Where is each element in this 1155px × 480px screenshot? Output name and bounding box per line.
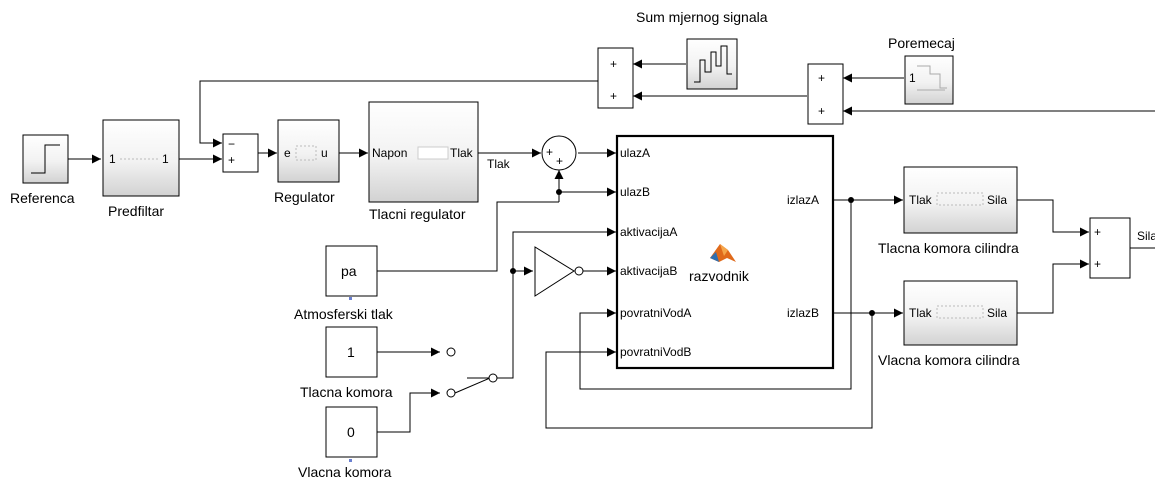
sum-mjernog-label: Sum mjernog signala <box>636 9 768 25</box>
sum-block-top-right[interactable]: + + <box>807 63 844 125</box>
tlacni-out-port: Tlak <box>450 146 474 160</box>
junction-dots <box>510 189 875 316</box>
regulator-in-port: e <box>284 146 291 160</box>
predfiltar-in-port: 1 <box>109 152 116 166</box>
regulator-label: Regulator <box>274 189 335 205</box>
vlacna-cil-in-port: Tlak <box>909 306 933 320</box>
tlacna-cil-out-port: Sila <box>987 193 1007 207</box>
sum2-plus-sign-bottom: + <box>556 154 563 168</box>
tlak-signal-label: Tlak <box>487 157 511 171</box>
top-sum1-plus-1: + <box>610 57 617 71</box>
tlacna-komora-label: Tlacna komora <box>300 384 393 400</box>
matlab-logo-icon <box>710 244 736 262</box>
top-sum2-plus-1: + <box>818 71 825 85</box>
atmosferski-value: pa <box>341 263 357 279</box>
tlacni-regulator-label: Tlacni regulator <box>369 206 466 222</box>
tlacni-in-port: Napon <box>372 146 407 160</box>
not-gate[interactable] <box>534 246 584 297</box>
atmosferski-block[interactable]: pa <box>325 245 378 300</box>
tlacna-cilindar-block[interactable]: Tlak Sila <box>903 166 1018 234</box>
poremecaj-value: 1 <box>909 71 916 85</box>
vlacna-cil-out-port: Sila <box>987 306 1007 320</box>
final-sum-plus-2: + <box>1094 257 1101 271</box>
sum1-minus-sign: − <box>228 137 235 151</box>
referenca-label: Referenca <box>10 190 75 206</box>
razvodnik-port-aktivacijaB: aktivacijaB <box>620 264 677 278</box>
razvodnik-port-ulazB: ulazB <box>620 185 650 199</box>
sum-block-1[interactable]: − + <box>222 133 259 173</box>
predfiltar-block[interactable]: 1 1 <box>102 119 180 197</box>
referenca-block[interactable] <box>22 134 69 184</box>
predfiltar-out-port: 1 <box>162 152 169 166</box>
razvodnik-port-aktivacijaA: aktivacijaA <box>620 225 677 239</box>
vlacna-komora-block[interactable]: 0 <box>325 406 378 462</box>
final-sum-plus-1: + <box>1094 225 1101 239</box>
sum-block-top-left[interactable]: + + <box>597 47 634 109</box>
razvodnik-port-povratniVodB: povratniVodB <box>620 345 691 359</box>
sum-block-final[interactable]: + + <box>1089 217 1131 279</box>
razvodnik-port-povratniVodA: povratniVodA <box>620 306 691 320</box>
vlacna-cilindar-label: Vlacna komora cilindra <box>878 352 1020 368</box>
vlacna-cilindar-block[interactable]: Tlak Sila <box>903 280 1018 346</box>
top-sum1-plus-2: + <box>610 89 617 103</box>
sum2-plus-sign-left: + <box>546 145 553 159</box>
razvodnik-port-ulazA: ulazA <box>620 146 650 160</box>
tlacni-regulator-block[interactable]: Napon Tlak <box>368 101 479 203</box>
top-sum2-plus-2: + <box>818 104 825 118</box>
predfiltar-label: Predfiltar <box>108 203 164 219</box>
atmosferski-label: Atmosferski tlak <box>294 306 394 322</box>
tlacna-komora-block[interactable]: 1 <box>325 326 378 378</box>
razvodnik-port-izlazA: izlazA <box>787 193 819 207</box>
poremecaj-block[interactable]: 1 <box>904 55 954 105</box>
regulator-out-port: u <box>321 146 328 160</box>
sila-output-label: Sila <box>1137 229 1155 243</box>
razvodnik-label: razvodnik <box>689 268 750 284</box>
sum1-plus-sign: + <box>228 153 235 167</box>
tlacna-komora-value: 1 <box>347 344 355 360</box>
razvodnik-port-izlazB: izlazB <box>787 306 819 320</box>
vlacna-komora-value: 0 <box>347 424 355 440</box>
poremecaj-label: Poremecaj <box>888 35 955 51</box>
regulator-block[interactable]: e u <box>277 119 340 183</box>
sum-mjernog-block[interactable] <box>686 38 738 90</box>
razvodnik-block[interactable]: ulazA ulazB aktivacijaA aktivacijaB povr… <box>615 134 835 370</box>
tlacna-cilindar-label: Tlacna komora cilindra <box>878 240 1019 256</box>
vlacna-komora-label: Vlacna komora <box>298 464 392 480</box>
tlacna-cil-in-port: Tlak <box>909 193 933 207</box>
sum-circle[interactable]: + + <box>541 135 577 171</box>
manual-switch[interactable] <box>446 347 498 398</box>
